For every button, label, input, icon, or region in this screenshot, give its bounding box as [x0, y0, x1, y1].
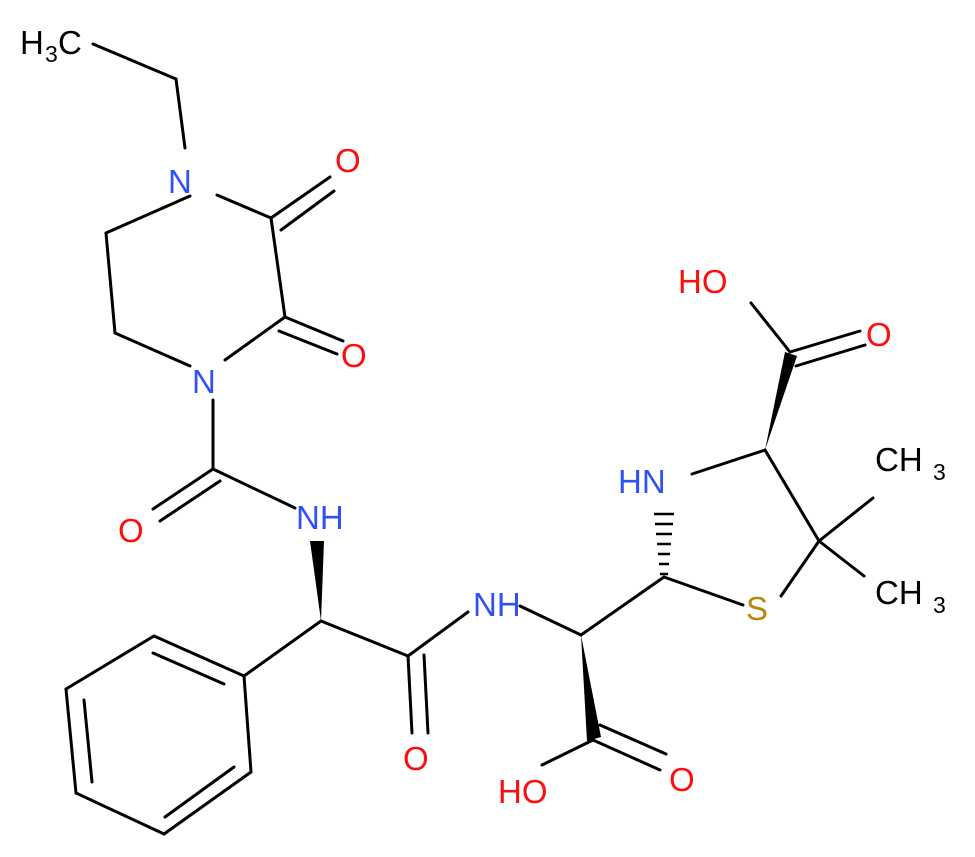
- bond: [277, 329, 339, 356]
- bond: [74, 791, 166, 836]
- bond: [223, 315, 287, 362]
- atom-label-ch3-lower: CH: [875, 574, 923, 611]
- bond: [598, 723, 668, 756]
- bond: [817, 539, 866, 578]
- atom-label-ethyl-c: C: [58, 24, 82, 61]
- bond: [794, 343, 867, 368]
- atom-label-ethyl-sub: 3: [45, 41, 58, 67]
- wedge-bond: [765, 352, 797, 450]
- bond: [82, 698, 94, 784]
- bond: [518, 604, 583, 637]
- atom-label-o-dione-1: O: [335, 142, 361, 179]
- bond-layer: [64, 42, 875, 836]
- bond: [788, 329, 862, 354]
- atom-label-o-dione-2: O: [341, 337, 367, 374]
- atom-label-o-carbamoyl: O: [118, 512, 144, 549]
- bond: [690, 448, 767, 476]
- bond: [174, 77, 187, 150]
- bond: [591, 738, 662, 772]
- bond: [749, 301, 792, 354]
- atom-label-nh-carbamoyl: NH: [296, 499, 344, 536]
- bond: [319, 619, 410, 658]
- atom-label-nh-ring: HN: [618, 463, 666, 500]
- bond: [763, 448, 821, 543]
- wedge-bond-layer: [310, 352, 797, 741]
- bond: [242, 619, 323, 678]
- atom-label-o-top: O: [866, 316, 892, 353]
- bond: [163, 765, 236, 819]
- bond: [283, 315, 345, 343]
- atom-label-n-ring-lower: N: [192, 363, 216, 400]
- bond: [779, 539, 821, 598]
- atom-label-nh-amide: NH: [473, 586, 521, 623]
- atom-label-ethyl-h: H: [20, 24, 44, 61]
- bond: [152, 634, 246, 678]
- wedge-bond: [581, 635, 601, 741]
- wedge-bond: [310, 541, 324, 621]
- bond: [151, 651, 226, 686]
- bond: [540, 738, 595, 767]
- atom-label-s-ring: S: [746, 590, 768, 627]
- bond: [662, 575, 745, 607]
- bond: [269, 216, 287, 319]
- bond: [422, 653, 430, 735]
- bond: [211, 467, 297, 510]
- bond: [242, 674, 253, 774]
- atom-label-n-ethyl: N: [168, 163, 192, 200]
- bond: [113, 331, 192, 368]
- atom-label-ch3-upper-sub: 3: [933, 459, 946, 485]
- bond: [817, 496, 875, 543]
- bond: [269, 175, 332, 220]
- bond: [151, 467, 215, 511]
- bond: [215, 193, 273, 220]
- atom-label-layer: H 3 C N O O N O NH O NH HO O HN S HO O C…: [20, 24, 946, 810]
- atom-label-o-bottom: O: [669, 761, 695, 798]
- bond: [64, 634, 156, 691]
- atom-label-ch3-upper: CH: [875, 441, 923, 478]
- hashed-bond: [654, 512, 674, 576]
- bond: [162, 770, 253, 836]
- bond: [64, 687, 78, 795]
- bond: [279, 189, 336, 232]
- bond: [406, 654, 414, 735]
- bond: [579, 575, 666, 637]
- bond: [104, 194, 192, 235]
- atom-label-ch3-lower-sub: 3: [933, 592, 946, 618]
- atom-label-ho-top: HO: [678, 263, 728, 300]
- bond: [91, 42, 178, 81]
- bond: [406, 610, 470, 658]
- atom-label-ho-bottom: HO: [498, 773, 548, 810]
- bond: [158, 479, 222, 523]
- bond: [104, 231, 117, 335]
- atom-label-o-amide: O: [403, 740, 429, 777]
